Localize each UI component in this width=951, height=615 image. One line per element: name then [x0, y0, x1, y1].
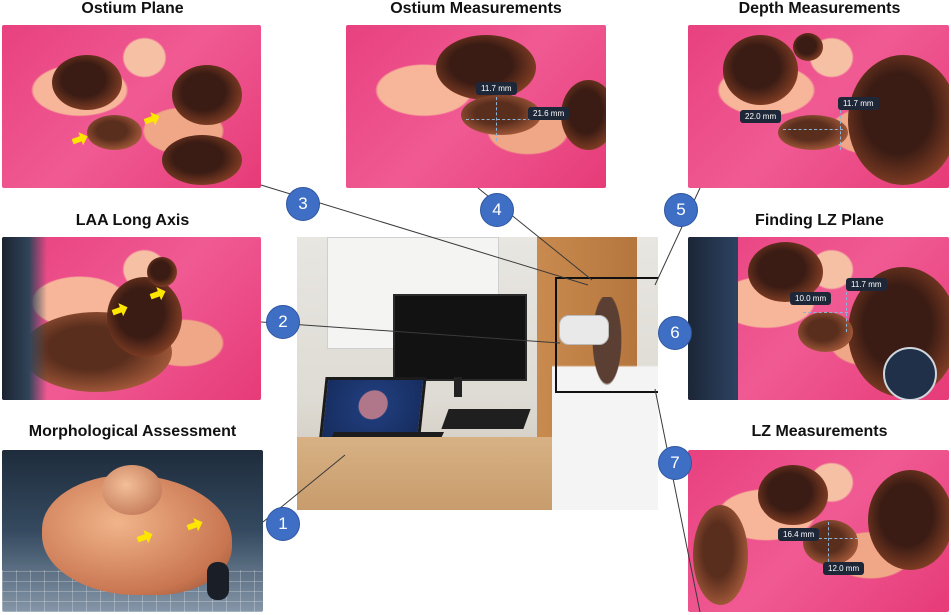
measurement-label: 16.4 mm [778, 528, 820, 541]
vr-setup-photo [297, 237, 658, 510]
step-badge-3: 3 [286, 187, 320, 221]
measurement-label: 11.7 mm [838, 97, 879, 110]
ostium-measurements-image: 11.7 mm 21.6 mm [346, 25, 606, 188]
step-badge-1: 1 [266, 507, 300, 541]
vr-headset [559, 315, 609, 345]
title-laa-long-axis: LAA Long Axis [75, 212, 190, 229]
lz-measurements-image: 16.4 mm 12.0 mm [688, 450, 949, 612]
measurement-label: 11.7 mm [476, 82, 517, 95]
measurement-label: 12.0 mm [823, 562, 865, 575]
title-lz-measurements: LZ Measurements [751, 423, 888, 440]
laa-long-axis-image [2, 237, 261, 400]
title-finding-lz-plane: Finding LZ Plane [755, 212, 884, 229]
measurement-label: 21.6 mm [528, 107, 570, 120]
measurement-label: 22.0 mm [740, 110, 782, 123]
step-badge-5: 5 [664, 193, 698, 227]
yellow-arrow-icon [142, 110, 162, 129]
title-depth-measurements: Depth Measurements [738, 0, 901, 17]
finding-lz-plane-image: 10.0 mm 11.7 mm [688, 237, 949, 400]
measurement-label: 10.0 mm [790, 292, 832, 305]
ostium-plane-image [2, 25, 261, 188]
step-badge-6: 6 [658, 316, 692, 350]
title-ostium-plane: Ostium Plane [81, 0, 184, 17]
depth-measurements-image: 22.0 mm 11.7 mm [688, 25, 949, 188]
title-ostium-measurements: Ostium Measurements [390, 0, 562, 17]
title-morphological-assessment: Morphological Assessment [28, 423, 237, 440]
monitor [393, 294, 527, 381]
step-badge-4: 4 [480, 193, 514, 227]
morphological-assessment-image [2, 450, 263, 612]
vr-controller-icon [207, 562, 229, 600]
measurement-label: 11.7 mm [846, 278, 887, 291]
step-badge-7: 7 [658, 446, 692, 480]
vr-controller-icon [883, 347, 937, 400]
step-badge-2: 2 [266, 305, 300, 339]
